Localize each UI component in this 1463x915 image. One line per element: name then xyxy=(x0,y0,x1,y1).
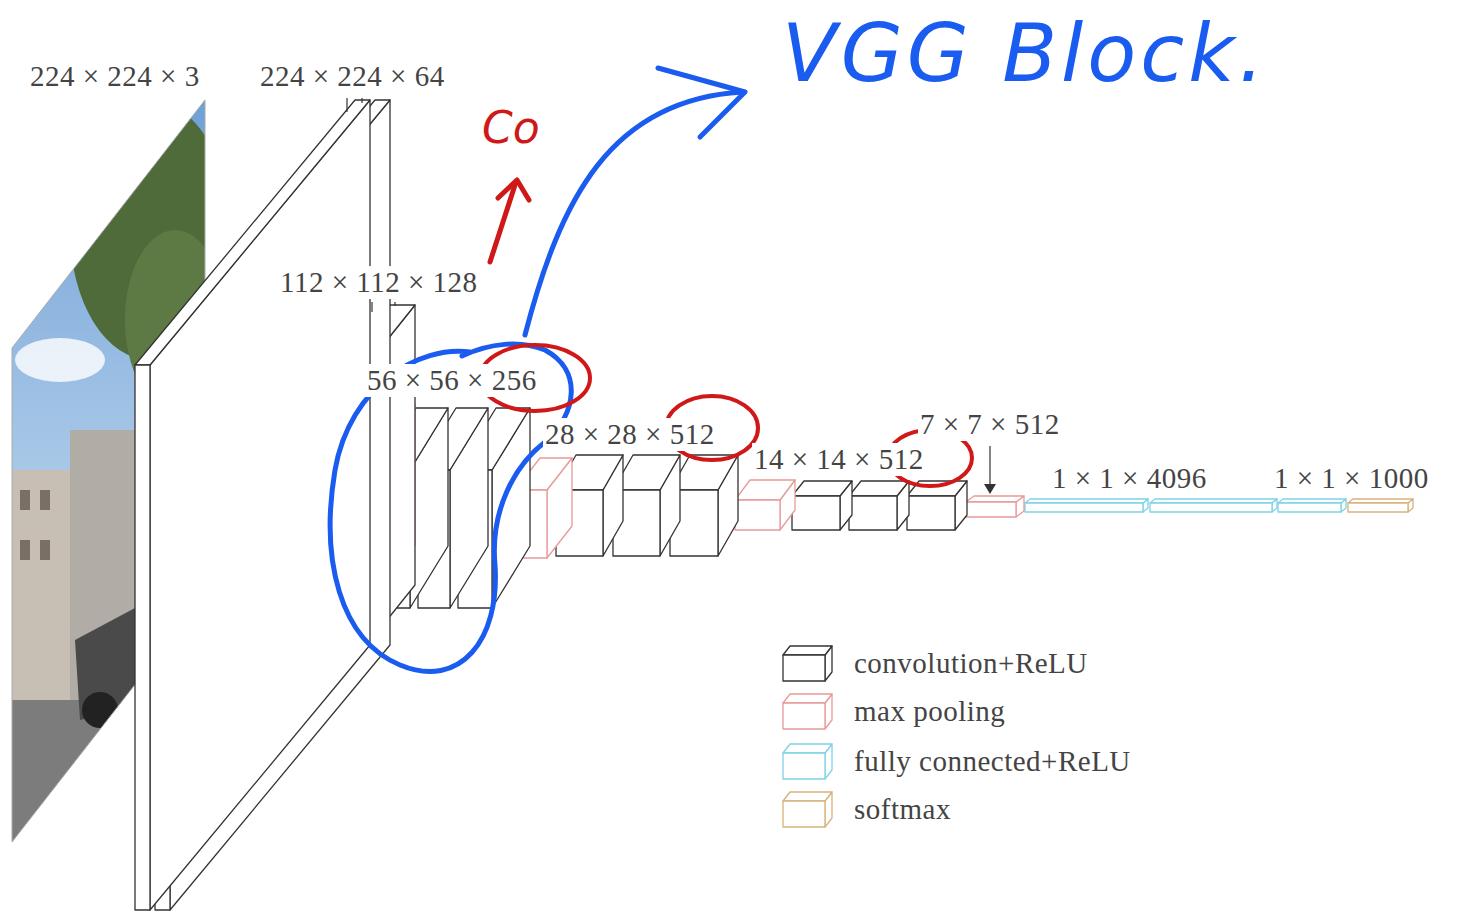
legend-swatch xyxy=(780,690,834,732)
slab-face xyxy=(135,100,370,365)
dimension-label: 7 × 7 × 512 xyxy=(918,408,1062,441)
leader-arrowhead xyxy=(984,484,996,494)
legend-swatch xyxy=(780,642,834,684)
slab-face xyxy=(783,792,832,801)
dimension-label: 1 × 1 × 4096 xyxy=(1050,462,1209,495)
slab-face xyxy=(783,655,825,681)
dimension-label: 224 × 224 × 3 xyxy=(28,60,202,93)
slab-face xyxy=(1348,503,1408,512)
legend-row: softmax xyxy=(780,788,951,830)
slab-face xyxy=(783,744,832,753)
legend-row: fully connected+ReLU xyxy=(780,740,1131,782)
dimension-label: 56 × 56 × 256 xyxy=(365,364,539,397)
slab-face xyxy=(783,801,825,827)
slab-face xyxy=(792,496,840,530)
dimension-label: 112 × 112 × 128 xyxy=(278,266,480,299)
dimension-label: 224 × 224 × 64 xyxy=(258,60,447,93)
dimension-label: 14 × 14 × 512 xyxy=(752,443,926,476)
legend-text: max pooling xyxy=(854,695,1005,728)
slab-face xyxy=(783,753,825,779)
legend-swatch xyxy=(780,740,834,782)
handwritten-title: VGG Block. xyxy=(782,8,1268,100)
slab-face xyxy=(735,500,780,530)
slab-face xyxy=(783,646,832,655)
slab-face xyxy=(907,496,955,530)
slab-face xyxy=(735,480,795,500)
slab-face xyxy=(135,365,150,910)
dimension-label: 28 × 28 × 512 xyxy=(543,418,717,451)
slab-face xyxy=(849,481,909,496)
slab-face xyxy=(783,694,832,703)
legend-text: softmax xyxy=(854,793,951,826)
slab-face xyxy=(966,502,1016,517)
slab-face xyxy=(792,481,852,496)
slab-face xyxy=(783,703,825,729)
slab-face xyxy=(1278,503,1341,512)
legend-text: convolution+ReLU xyxy=(854,647,1088,680)
dimension-label: 1 × 1 × 1000 xyxy=(1272,462,1431,495)
slab-face xyxy=(849,496,897,530)
annotations xyxy=(330,68,972,672)
legend-row: convolution+ReLU xyxy=(780,642,1088,684)
slab-face xyxy=(966,496,1024,502)
slab-face xyxy=(1025,503,1143,512)
slab-face xyxy=(1150,503,1272,512)
legend-swatch xyxy=(780,788,834,830)
legend-text: fully connected+ReLU xyxy=(854,745,1131,778)
handwritten-note: Co xyxy=(482,103,540,154)
legend-row: max pooling xyxy=(780,690,1005,732)
